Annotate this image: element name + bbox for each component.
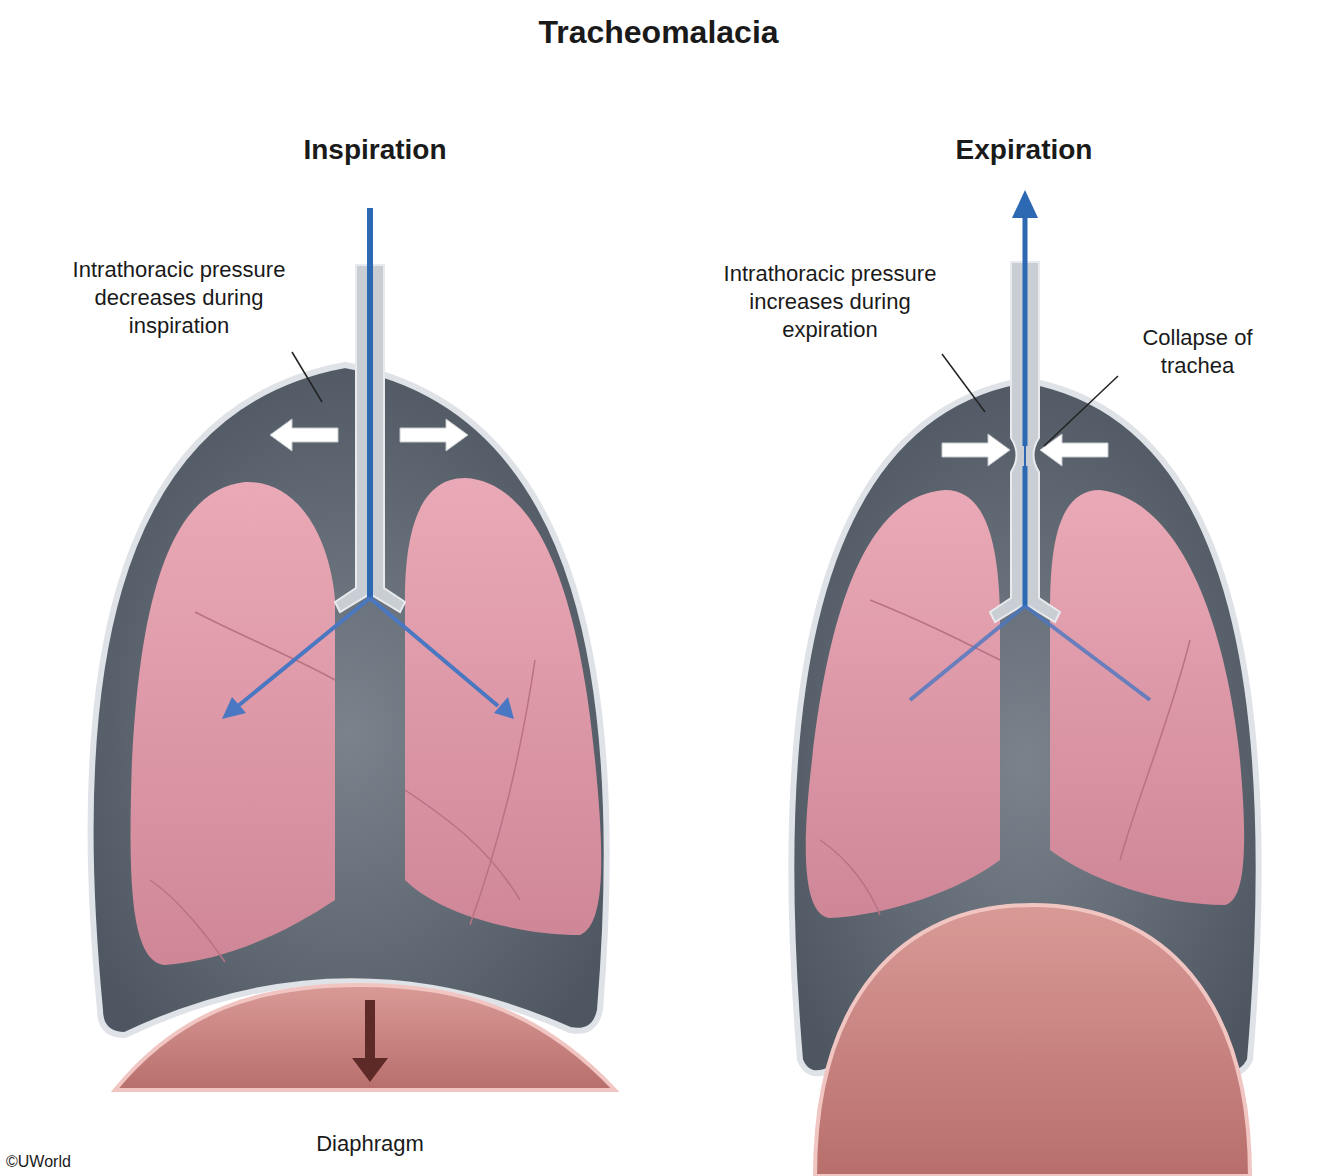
phase-heading: Expiration: [874, 132, 1174, 168]
collapse-note: Collapse of trachea: [1120, 324, 1275, 380]
pressure-note: Intrathoracic pressure decreases during …: [66, 256, 292, 340]
phase-heading: Inspiration: [225, 132, 525, 168]
pressure-note: Intrathoracic pressure increases during …: [716, 260, 944, 344]
inspiration-figure: [90, 208, 615, 1090]
part-label: Diaphragm: [270, 1130, 470, 1158]
copyright-note: ©UWorld: [6, 1152, 116, 1172]
diagram-title: Tracheomalacia: [0, 12, 1317, 53]
